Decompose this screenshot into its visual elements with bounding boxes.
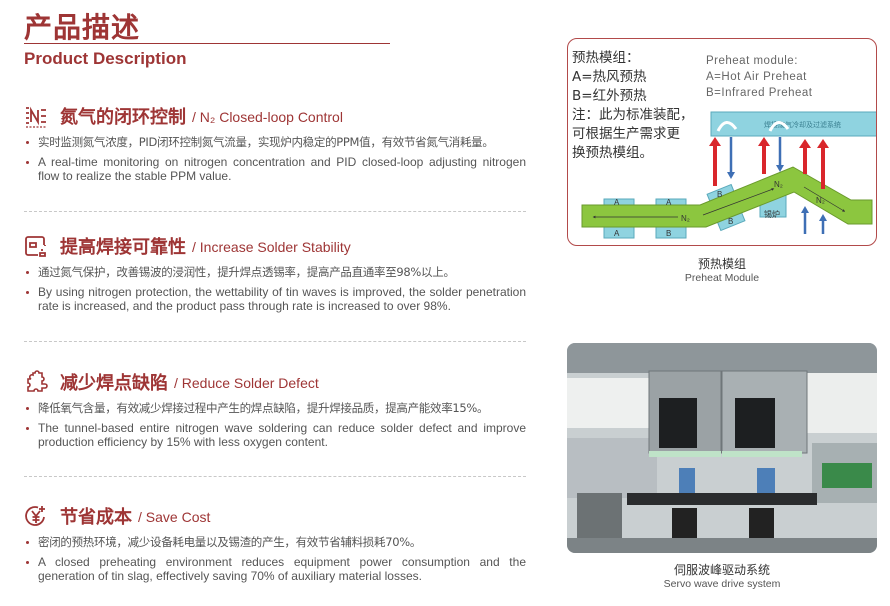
- caption-cn: 预热模组: [697, 257, 746, 271]
- preheat-diagram-graphic: 焊接废气冷却及过滤系统 A A A B B B 锡炉 N₂ N₂ N₂: [581, 111, 876, 239]
- label-b: B: [728, 217, 733, 226]
- caption-en: Servo wave drive system: [663, 578, 781, 590]
- section-solder-defect: 减少焊点缺陷 / Reduce Solder Defect 降低氧气含量，有效减…: [24, 369, 526, 455]
- caption-cn: 伺服波峰驱动系统: [673, 563, 770, 577]
- bullet-en: The tunnel-based entire nitrogen wave so…: [24, 421, 526, 449]
- label-a: A: [614, 229, 620, 238]
- bullet-cn: 降低氧气含量，有效减少焊接过程中产生的焊点缺陷，提升焊接品质，提高产能效率15%…: [24, 401, 526, 415]
- n2-label: N₂: [681, 214, 690, 223]
- diagram-notes-en: Preheat module: A=Hot Air Preheat B=Infr…: [706, 53, 813, 101]
- section-title-en: / Reduce Solder Defect: [174, 375, 319, 391]
- heat-arrows: [709, 137, 829, 234]
- caption-en: Preheat Module: [684, 272, 760, 284]
- diagram-notes-cn: 预热模组： A=热风预热 B=红外预热 注：此为标准装配， 可根据生产需求更 换…: [572, 49, 694, 163]
- servo-drive-photo: [567, 343, 877, 553]
- label-b: B: [717, 190, 722, 199]
- title-divider: [24, 43, 390, 44]
- page-title-en: Product Description: [24, 49, 187, 68]
- note-line: Preheat module:: [706, 55, 798, 67]
- exhaust-system-bar: [710, 111, 876, 137]
- bullet-cn: 通过氮气保护，改善锡波的浸润性，提升焊点透锡率，提高产品直通率至98%以上。: [24, 265, 526, 279]
- bullet-en: By using nitrogen protection, the wettab…: [24, 285, 526, 313]
- note-line: 预热模组：: [572, 50, 640, 66]
- section-title-en: / Save Cost: [138, 509, 211, 525]
- bullet-cn: 实时监测氮气浓度，PID闭环控制氮气流量，实现炉内稳定的PPM值，有效节省氮气消…: [24, 135, 526, 149]
- conveyor-tunnel: [581, 166, 873, 228]
- section-n2-control: 氮气的闭环控制 / N₂ Closed-loop Control 实时监测氮气浓…: [24, 103, 526, 189]
- bullet-en: A closed preheating environment reduces …: [24, 555, 526, 583]
- airflow-icon: [716, 121, 738, 132]
- diagram-caption: 预热模组 Preheat Module: [567, 255, 877, 284]
- bullet-cn: 密闭的预热环境，减少设备耗电量以及锡渣的产生，有效节省辅料损耗70%。: [24, 535, 526, 549]
- preheat-module-diagram: 焊接废气冷却及过滤系统 A A A B B B 锡炉 N₂ N₂ N₂: [567, 38, 877, 246]
- label-a: A: [666, 198, 672, 207]
- airflow-icon: [768, 121, 790, 132]
- bullet-en: A real-time monitoring on nitrogen conce…: [24, 155, 526, 183]
- note-line: A=热风预热: [572, 69, 647, 85]
- note-line: 注：此为标准装配，: [572, 107, 694, 123]
- label-a: A: [614, 198, 620, 207]
- note-line: B=Infrared Preheat: [706, 87, 813, 99]
- note-line: B=红外预热: [572, 88, 647, 104]
- section-divider: [24, 211, 526, 212]
- n2-icon: [26, 106, 46, 128]
- note-line: 换预热模组。: [572, 145, 653, 161]
- page-title-cn: 产品描述: [24, 11, 141, 44]
- section-title-cn: 减少焊点缺陷: [60, 373, 168, 394]
- section-title-cn: 节省成本: [60, 507, 132, 528]
- section-title-cn: 氮气的闭环控制: [60, 107, 186, 128]
- section-title-en: / N₂ Closed-loop Control: [192, 109, 343, 125]
- note-line: A=Hot Air Preheat: [706, 71, 807, 83]
- exhaust-label: 焊接废气冷却及过滤系统: [764, 120, 841, 129]
- tin-pot-label: 锡炉: [764, 209, 780, 219]
- section-save-cost: 节省成本 / Save Cost 密闭的预热环境，减少设备耗电量以及锡渣的产生，…: [24, 503, 526, 589]
- section-divider: [24, 341, 526, 342]
- note-line: 可根据生产需求更: [572, 126, 680, 142]
- section-title-cn: 提高焊接可靠性: [60, 237, 186, 258]
- label-b: B: [666, 229, 671, 238]
- section-title-en: / Increase Solder Stability: [192, 239, 351, 255]
- photo-caption: 伺服波峰驱动系统 Servo wave drive system: [567, 561, 877, 590]
- n2-label: N₂: [774, 180, 783, 189]
- servo-photo-graphic: [567, 343, 877, 553]
- yen-cost-icon: [25, 506, 45, 526]
- puzzle-icon: [27, 370, 48, 392]
- section-solder-stability: 提高焊接可靠性 / Increase Solder Stability 通过氮气…: [24, 233, 526, 319]
- stability-icon: [25, 236, 46, 257]
- section-divider: [24, 476, 526, 477]
- n2-label: N₂: [816, 196, 825, 205]
